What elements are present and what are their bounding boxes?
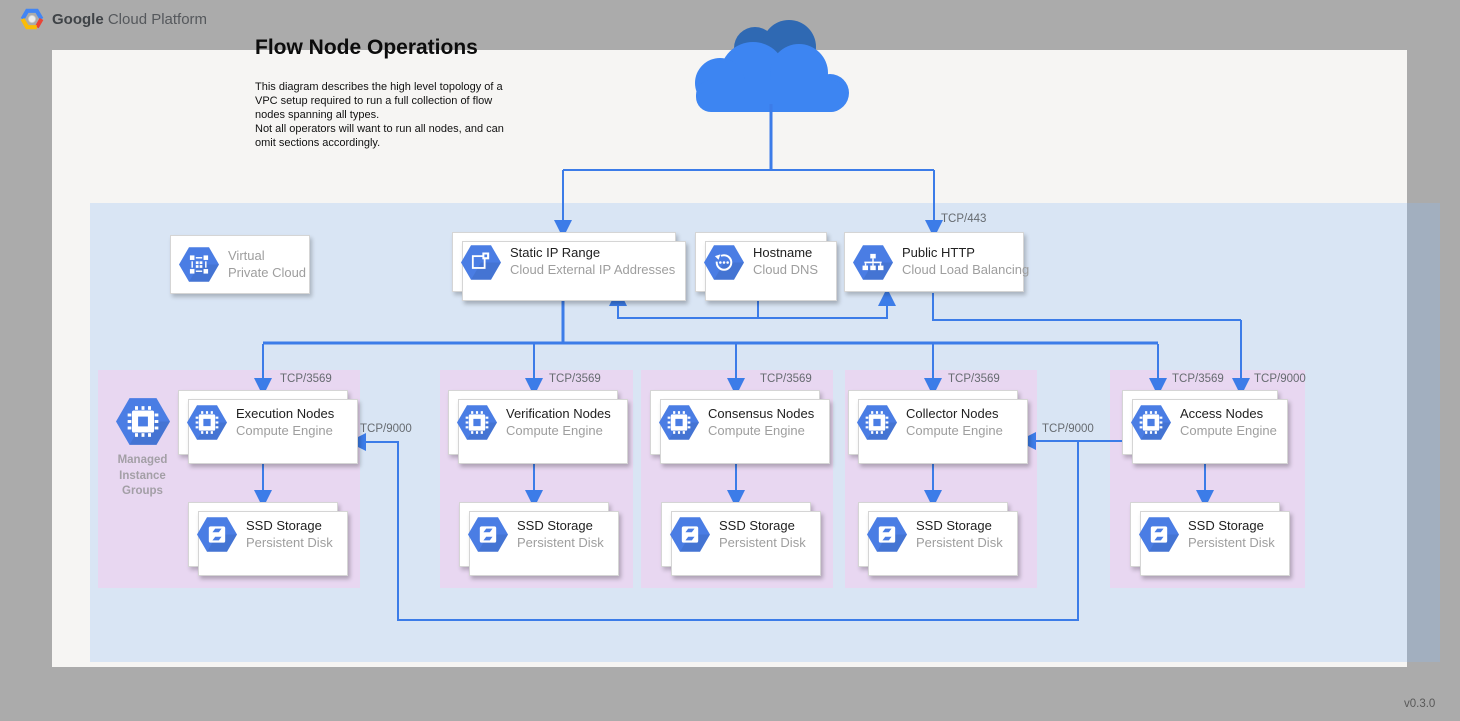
card-subtitle: Compute Engine bbox=[708, 422, 805, 438]
card-subtitle: Compute Engine bbox=[1180, 422, 1277, 438]
collector-ssd-storage-card: SSD Storage Persistent Disk bbox=[858, 502, 1018, 576]
card-subtitle: Compute Engine bbox=[906, 422, 1003, 438]
google-cloud-logo-icon bbox=[20, 8, 44, 30]
page-description: This diagram describes the high level to… bbox=[255, 81, 504, 150]
version-label: v0.3.0 bbox=[1404, 698, 1436, 710]
execution-nodes-card: Execution Nodes Compute Engine bbox=[178, 390, 358, 464]
consensus-ssd-storage-card: SSD Storage Persistent Disk bbox=[661, 502, 821, 576]
card-title: Hostname bbox=[753, 245, 813, 261]
execution-ssd-storage-card: SSD Storage Persistent Disk bbox=[188, 502, 348, 576]
card-title: Access Nodes bbox=[1180, 405, 1264, 421]
card-subtitle: Persistent Disk bbox=[246, 534, 333, 550]
compute-engine-icon bbox=[1131, 405, 1171, 440]
page-title: Flow Node Operations bbox=[255, 36, 478, 59]
brand-google: Google bbox=[52, 11, 104, 28]
cloud-load-balancing-icon bbox=[853, 244, 893, 280]
compute-engine-icon bbox=[659, 405, 699, 440]
port-label-tcp9000: TCP/9000 bbox=[1254, 373, 1306, 385]
access-ssd-storage-card: SSD Storage Persistent Disk bbox=[1130, 502, 1290, 576]
port-label-tcp3569: TCP/3569 bbox=[549, 373, 601, 385]
persistent-disk-icon bbox=[197, 517, 237, 552]
managed-instance-groups-icon bbox=[116, 398, 170, 445]
card-subtitle: Persistent Disk bbox=[517, 534, 604, 550]
card-title: Execution Nodes bbox=[236, 405, 335, 421]
card-title: Consensus Nodes bbox=[708, 405, 815, 421]
cloud-dns-icon bbox=[704, 244, 744, 280]
card-subtitle: Compute Engine bbox=[506, 422, 603, 438]
compute-engine-icon bbox=[187, 405, 227, 440]
card-title: Public HTTP bbox=[902, 245, 975, 261]
card-title: SSD Storage bbox=[246, 517, 322, 533]
compute-engine-icon bbox=[857, 405, 897, 440]
card-title: Virtual bbox=[228, 247, 265, 263]
card-title: Collector Nodes bbox=[906, 405, 999, 421]
public-http-card: Public HTTP Cloud Load Balancing bbox=[844, 232, 1029, 292]
verification-nodes-card: Verification Nodes Compute Engine bbox=[448, 390, 628, 464]
persistent-disk-icon bbox=[468, 517, 508, 552]
port-label-tcp3569: TCP/3569 bbox=[280, 373, 332, 385]
persistent-disk-icon bbox=[1139, 517, 1179, 552]
port-label-tcp9000: TCP/9000 bbox=[360, 423, 412, 435]
card-title: SSD Storage bbox=[517, 517, 593, 533]
card-subtitle: Cloud External IP Addresses bbox=[510, 262, 676, 277]
brand-title: Google Cloud Platform bbox=[52, 11, 207, 28]
access-nodes-card: Access Nodes Compute Engine bbox=[1122, 390, 1288, 464]
brand-cloud-platform: Cloud Platform bbox=[107, 11, 208, 28]
card-title: Static IP Range bbox=[510, 245, 601, 261]
port-label-tcp3569: TCP/3569 bbox=[948, 373, 1000, 385]
internet-cloud-icon bbox=[695, 20, 849, 112]
compute-engine-icon bbox=[457, 405, 497, 440]
managed-instance-groups-label: Managed Instance Groups bbox=[117, 454, 168, 498]
persistent-disk-icon bbox=[867, 517, 907, 552]
collector-nodes-card: Collector Nodes Compute Engine bbox=[848, 390, 1028, 464]
card-subtitle: Persistent Disk bbox=[719, 534, 806, 550]
persistent-disk-icon bbox=[670, 517, 710, 552]
verification-ssd-storage-card: SSD Storage Persistent Disk bbox=[459, 502, 619, 576]
port-label-tcp3569: TCP/3569 bbox=[1172, 373, 1224, 385]
card-title: SSD Storage bbox=[916, 517, 992, 533]
consensus-nodes-card: Consensus Nodes Compute Engine bbox=[650, 390, 830, 464]
card-subtitle: Cloud DNS bbox=[753, 262, 819, 277]
virtual-private-cloud-icon bbox=[179, 247, 219, 282]
card-title: SSD Storage bbox=[1188, 517, 1264, 533]
card-subtitle: Cloud Load Balancing bbox=[902, 262, 1030, 277]
port-label-tcp9000: TCP/9000 bbox=[1042, 423, 1094, 435]
external-ip-icon bbox=[461, 244, 501, 280]
port-label-tcp3569: TCP/3569 bbox=[760, 373, 812, 385]
hostname-card: Hostname Cloud DNS bbox=[695, 232, 837, 301]
card-subtitle: Private Cloud bbox=[228, 264, 307, 280]
static-ip-range-card: Static IP Range Cloud External IP Addres… bbox=[452, 232, 686, 301]
card-subtitle: Persistent Disk bbox=[1188, 534, 1275, 550]
port-label-tcp443: TCP/443 bbox=[941, 213, 987, 225]
card-title: SSD Storage bbox=[719, 517, 795, 533]
card-title: Verification Nodes bbox=[506, 405, 611, 421]
card-subtitle: Compute Engine bbox=[236, 422, 333, 438]
virtual-private-cloud-card: Virtual Private Cloud bbox=[170, 235, 310, 294]
card-subtitle: Persistent Disk bbox=[916, 534, 1003, 550]
